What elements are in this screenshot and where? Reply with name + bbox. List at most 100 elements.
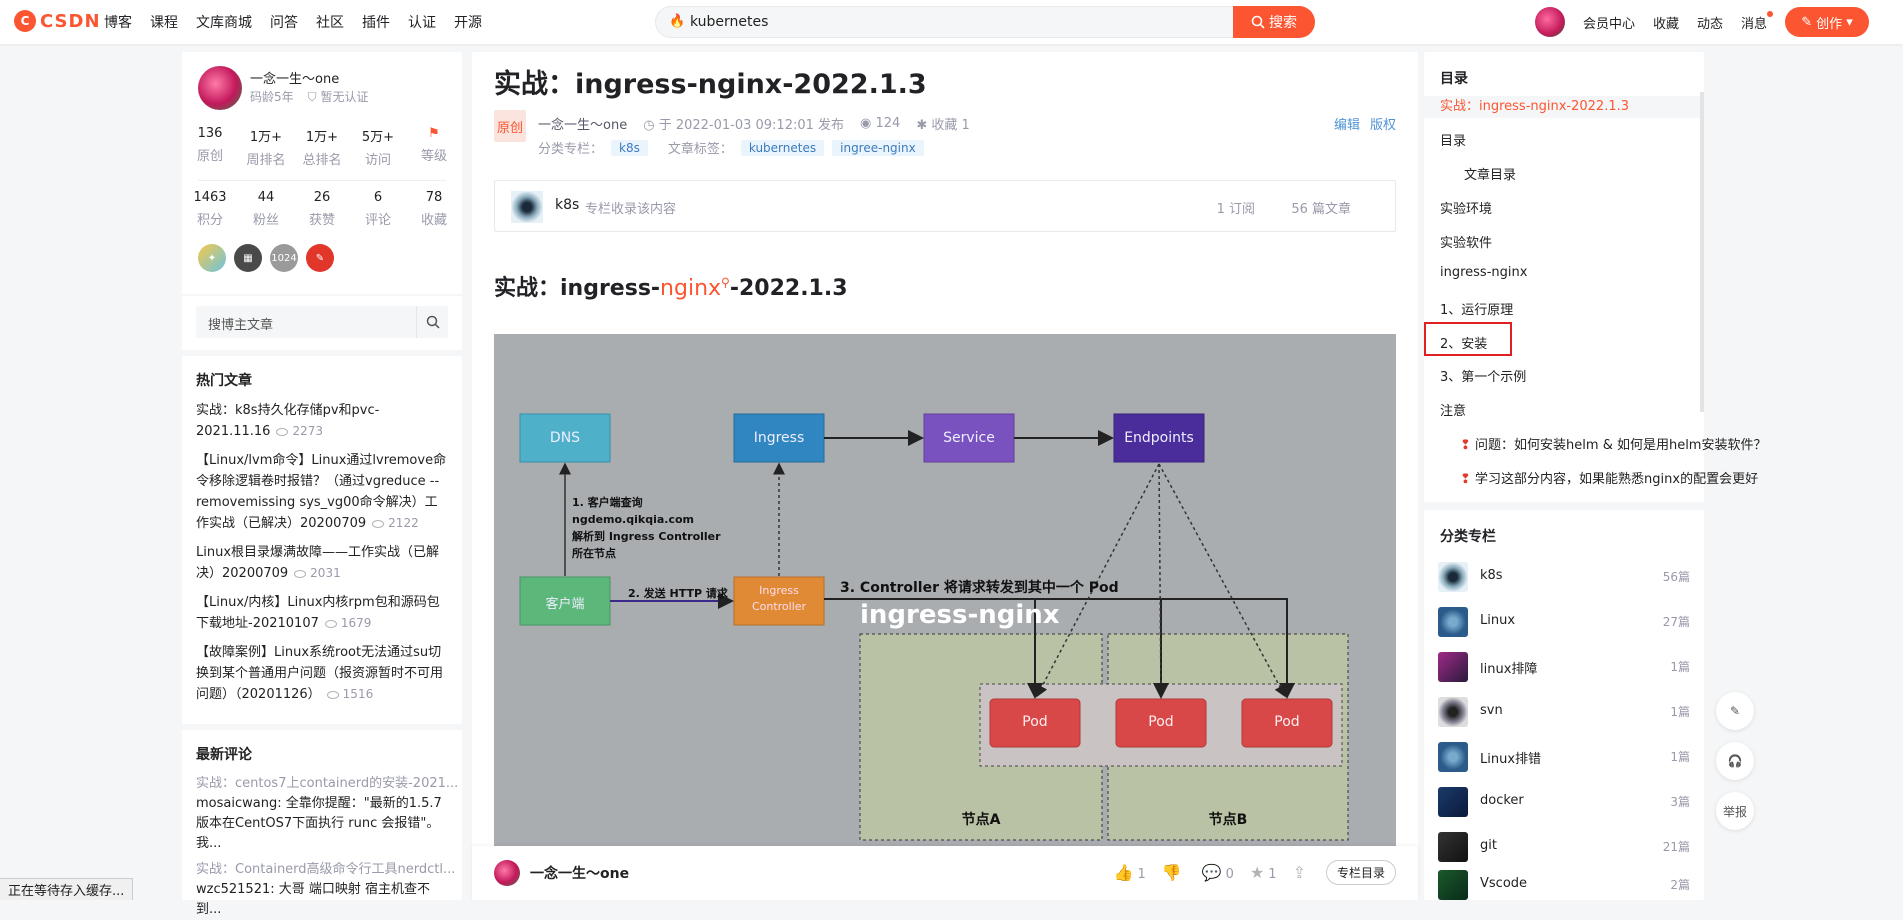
thumbs-up-icon: 👍 [1113,863,1134,882]
activity-link[interactable]: 动态 [1696,16,1723,32]
toc-item[interactable]: 1、运行原理 [1440,303,1514,318]
hot-article-item[interactable]: 【Linux/lvm命令】Linux通过lvremove命令移除逻辑卷时报错？（… [196,450,448,534]
category-name: docker [1480,793,1524,808]
stat-level[interactable]: ⚑等级 [406,126,462,168]
nav-course[interactable]: 课程 [150,15,178,31]
toc-item[interactable]: ❢ 学习这部分内容，如果能熟悉nginx的配置会更好 [1460,468,1758,487]
badge-1024-icon[interactable]: 1024 [270,244,298,272]
view-count-value: 2273 [292,424,323,438]
hot-article-item[interactable]: 【故障案例】Linux系统root无法通过su切换到某个普通用户问题（报资源暂时… [196,642,448,705]
badge-icon[interactable]: ▦ [234,244,262,272]
stat-label: 总排名 [302,153,342,168]
table-of-contents: 目录 实战：ingress-nginx-2022.1.3 目录 文章目录 实验环… [1424,52,1766,502]
controller-label-1: Ingress [759,584,799,597]
badge-icon[interactable]: ✎ [306,244,334,272]
toc-item[interactable]: 文章目录 [1464,168,1517,183]
stat-value: 44 [257,190,275,205]
article-tag[interactable]: ingree-nginx [832,139,924,156]
heading-keyword-link[interactable]: nginx [660,276,722,301]
view-count-value: 2031 [310,566,341,580]
toc-item[interactable]: 目录 [1440,134,1467,149]
dislike-button[interactable]: 👎 [1162,863,1186,882]
author-name[interactable]: 一念一生～one [250,72,340,87]
vip-center-link[interactable]: 会员中心 [1582,16,1635,32]
create-button[interactable]: ✎ 创作 ▾ [1785,7,1869,37]
comment-button[interactable]: 💬0 [1202,863,1234,882]
stat-value: 5万+ [361,130,395,145]
search-input[interactable] [655,6,1233,38]
csdn-logo[interactable]: C CSDN [14,10,101,32]
messages-link[interactable]: 消息 [1741,10,1773,32]
comment-article-link[interactable]: 实战：Containerd高级命令行工具nerdctl... [196,862,456,877]
toc-item[interactable]: 实验环境 [1440,202,1493,217]
copyright-link[interactable]: 版权 [1369,118,1396,133]
stat-total-rank[interactable]: 1万+总排名 [294,126,350,168]
edit-note-button[interactable]: ✎ [1716,692,1754,730]
nav-plugin[interactable]: 插件 [362,15,390,31]
favorites-link[interactable]: 收藏 [1652,16,1679,32]
nav-qa[interactable]: 问答 [270,15,298,31]
like-button[interactable]: 👍1 [1114,863,1146,882]
column-tag[interactable]: k8s [611,139,648,156]
article-bottom-bar: 一念一生～one 👍1 👎 💬0 ★1 ⇪ 专栏目录 [472,846,1418,900]
author-avatar[interactable] [494,860,520,886]
toc-item[interactable]: 实验软件 [1440,236,1493,251]
nav-opensource[interactable]: 开源 [454,15,482,31]
nav-blog[interactable]: 博客 [104,15,132,31]
author-avatar[interactable] [198,66,242,110]
nav-cert[interactable]: 认证 [408,15,436,31]
report-button[interactable]: 举报 [1716,792,1754,830]
blog-search-input[interactable]: 搜博主文章 [196,306,448,338]
stat-visits[interactable]: 5万+访问 [350,126,406,168]
share-button[interactable]: ⇪ [1293,863,1310,882]
node-a-label: 节点A [961,812,1001,828]
search-button[interactable]: 搜索 [1233,6,1315,38]
toc-item[interactable]: 注意 [1440,404,1467,419]
favorite-button[interactable]: ★1 [1250,863,1277,882]
toc-item-install[interactable]: 2、安装 [1440,337,1488,352]
fav-count[interactable]: ✱ 收藏 1 [916,114,969,133]
toc-scrollbar[interactable] [1700,92,1704,412]
nav-community[interactable]: 社区 [316,15,344,31]
category-count: 27篇 [1662,615,1690,629]
toc-item[interactable]: ❢ 问题：如何安装helm & 如何是用helm安装软件？ [1460,434,1766,453]
pod-box [1115,698,1207,748]
comment-text: wzc521521: 大哥 端口映射 宿主机查不到... [196,882,431,917]
column-box[interactable]: k8s 专栏收录该内容 1 订阅 56 篇文章 [494,180,1396,232]
author-name[interactable]: 一念一生～one [530,866,630,882]
comment-article-link[interactable]: 实战：centos7上containerd的安装-2021... [196,776,459,791]
original-badge: 原创 [494,110,526,142]
stat-week-rank[interactable]: 1万+周排名 [238,126,294,168]
toc-item-active[interactable]: 实战：ingress-nginx-2022.1.3 [1424,96,1700,118]
edit-link[interactable]: 编辑 [1333,118,1360,133]
article-author[interactable]: 一念一生～one [538,118,628,133]
toc-item[interactable]: ingress-nginx [1440,265,1528,280]
ingress-nginx-label: ingress-nginx [860,600,1060,630]
column-toc-button[interactable]: 专栏目录 [1325,860,1396,885]
search-icon[interactable] [416,306,448,338]
badge-icon[interactable]: ✦ [198,244,226,272]
toc-item[interactable]: 3、第一个示例 [1440,370,1527,385]
ingress-box [733,413,825,463]
nav-library[interactable]: 文库商城 [196,15,252,31]
customer-service-button[interactable]: 🎧 [1716,742,1754,780]
article-tag[interactable]: kubernetes [740,139,825,156]
user-avatar[interactable] [1534,7,1565,37]
